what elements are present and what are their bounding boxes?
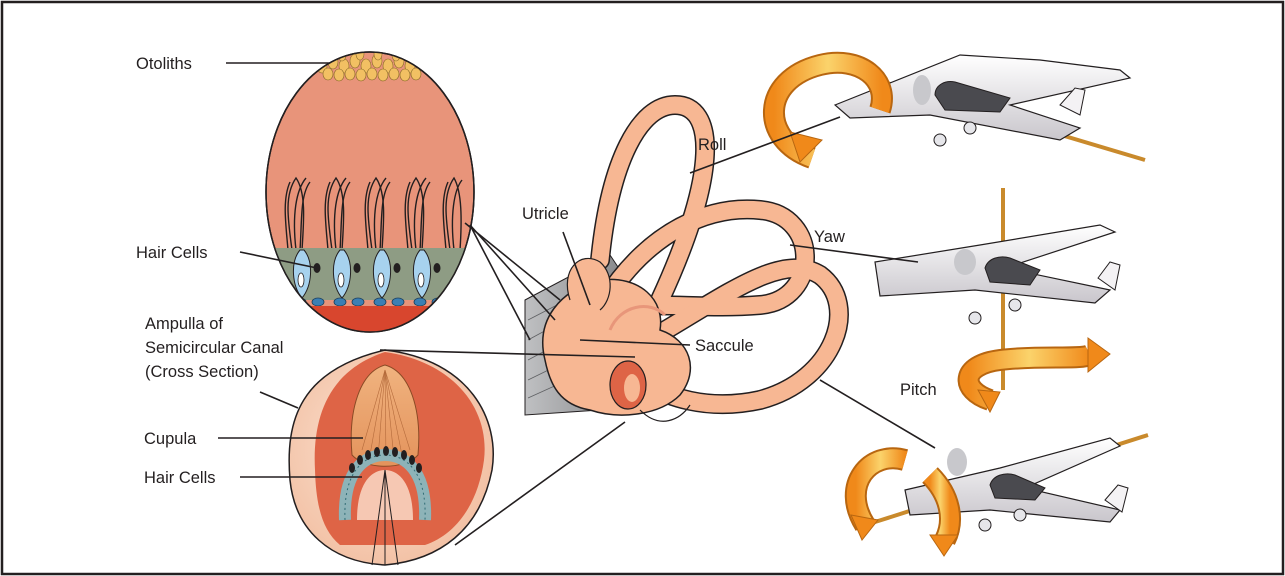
- label-cupula: Cupula: [144, 430, 197, 448]
- label-hair-cells-top: Hair Cells: [136, 244, 208, 262]
- label-utricle: Utricle: [522, 205, 569, 223]
- label-roll: Roll: [698, 136, 726, 154]
- label-ampulla-line2: Semicircular Canal: [145, 339, 283, 357]
- label-saccule: Saccule: [695, 337, 754, 355]
- label-pitch: Pitch: [900, 381, 937, 399]
- label-hair-cells-bottom: Hair Cells: [144, 469, 216, 487]
- label-ampulla-line3: (Cross Section): [145, 363, 259, 381]
- label-otoliths: Otoliths: [136, 55, 192, 73]
- label-yaw: Yaw: [814, 228, 845, 246]
- label-ampulla-line1: Ampulla of: [145, 315, 223, 333]
